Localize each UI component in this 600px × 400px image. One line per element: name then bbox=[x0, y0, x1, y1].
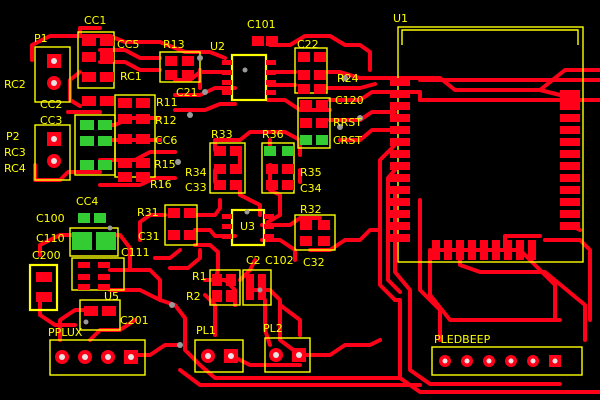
label-R33: R33 bbox=[211, 128, 233, 141]
label-C120: C120 bbox=[335, 94, 364, 107]
label-C110: C110 bbox=[36, 232, 65, 245]
label-CRST: CRST bbox=[333, 134, 362, 147]
label-CC2: CC2 bbox=[40, 98, 62, 111]
label-R36: R36 bbox=[262, 128, 284, 141]
label-R1: R1 bbox=[192, 270, 207, 283]
label-R32: R32 bbox=[300, 203, 322, 216]
label-R34: R34 bbox=[185, 166, 207, 179]
label-RC3: RC3 bbox=[4, 146, 26, 159]
label-R13: R13 bbox=[163, 38, 185, 51]
label-CC4: CC4 bbox=[76, 195, 98, 208]
label-R2: R2 bbox=[186, 290, 201, 303]
label-PL2: PL2 bbox=[263, 322, 283, 335]
label-C2: C2 bbox=[246, 254, 261, 267]
label-CC5: CC5 bbox=[117, 38, 139, 51]
label-R31: R31 bbox=[137, 206, 159, 219]
label-CC6: CC6 bbox=[155, 134, 177, 147]
label-C200: C200 bbox=[32, 249, 61, 262]
module-bracket bbox=[401, 29, 579, 45]
label-C22: C22 bbox=[297, 38, 319, 51]
label-R24: R24 bbox=[337, 72, 359, 85]
green-pads bbox=[72, 120, 328, 250]
smd-pads bbox=[36, 36, 580, 316]
label-C101: C101 bbox=[247, 18, 276, 31]
label-C100: C100 bbox=[36, 212, 65, 225]
label-RRST: RRST bbox=[333, 116, 362, 129]
label-U3: U3 bbox=[240, 220, 255, 233]
label-R12: R12 bbox=[155, 114, 177, 127]
label-CC1: CC1 bbox=[84, 14, 106, 27]
label-RC2: RC2 bbox=[4, 78, 26, 91]
label-U5: U5 bbox=[104, 290, 119, 303]
label-RC1: RC1 bbox=[120, 70, 142, 83]
component-labels: CC1 P1 CC5 R13 U2 C101 C22 U1 RC2 RC1 C2… bbox=[4, 12, 491, 346]
label-CC3: CC3 bbox=[40, 114, 62, 127]
label-RC4: RC4 bbox=[4, 162, 26, 175]
vias bbox=[83, 55, 363, 348]
label-R15: R15 bbox=[154, 158, 176, 171]
label-C21: C21 bbox=[176, 86, 198, 99]
label-R35: R35 bbox=[300, 166, 322, 179]
label-C32: C32 bbox=[303, 256, 325, 269]
label-P1: P1 bbox=[34, 32, 48, 45]
label-R16: R16 bbox=[150, 178, 172, 191]
label-C31: C31 bbox=[138, 230, 160, 243]
label-C33: C33 bbox=[185, 181, 207, 194]
label-PPLUX: PPLUX bbox=[48, 326, 83, 339]
label-C111: C111 bbox=[121, 246, 150, 259]
label-PL1: PL1 bbox=[196, 324, 216, 337]
label-C34: C34 bbox=[300, 182, 322, 195]
through-hole-pads bbox=[47, 54, 561, 367]
label-PLEDBEEP: PLEDBEEP bbox=[434, 333, 491, 346]
label-C201: C201 bbox=[120, 314, 149, 327]
label-U1: U1 bbox=[393, 12, 408, 25]
label-R11: R11 bbox=[156, 96, 178, 109]
label-C102: C102 bbox=[265, 254, 294, 267]
label-U2: U2 bbox=[210, 40, 225, 53]
label-P2: P2 bbox=[6, 130, 20, 143]
